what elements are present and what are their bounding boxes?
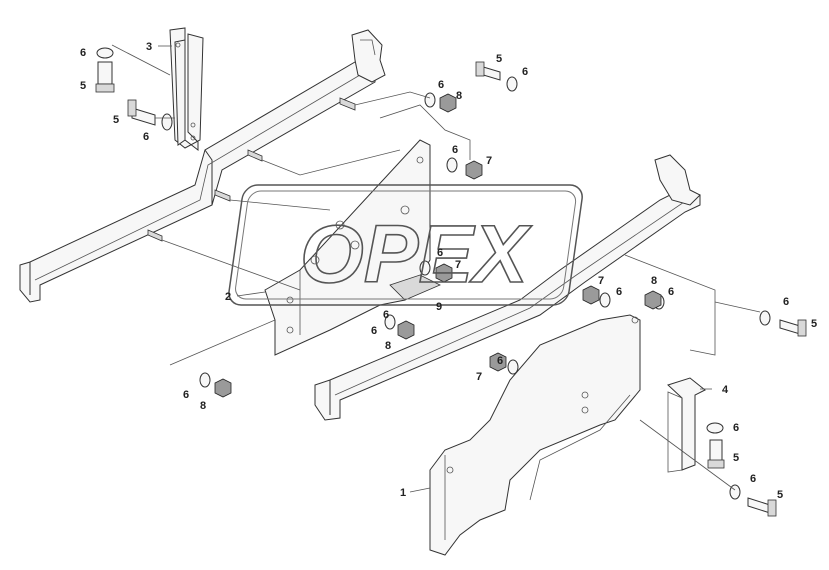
callout-1: 1 xyxy=(400,487,406,499)
callout-labels: 1 2 3 4 5 5 5 5 5 5 6 6 6 6 6 6 6 6 6 6 … xyxy=(80,41,817,501)
bolt-5-a xyxy=(95,61,115,93)
callout-5: 5 xyxy=(733,452,739,464)
callout-7: 7 xyxy=(486,155,492,167)
callout-5: 5 xyxy=(496,53,502,65)
callout-6: 6 xyxy=(522,66,528,78)
callout-6: 6 xyxy=(80,47,86,59)
callout-7: 7 xyxy=(476,371,482,383)
bolt-5-e xyxy=(707,439,725,469)
watermark-text: OPEX xyxy=(300,209,532,300)
callout-6: 6 xyxy=(668,286,674,298)
callout-6: 6 xyxy=(750,473,756,485)
callout-6: 6 xyxy=(497,355,503,367)
part-2-mounting-plate xyxy=(264,139,441,356)
callout-6: 6 xyxy=(383,309,389,321)
bolt-5-c xyxy=(475,61,501,81)
callout-9: 9 xyxy=(436,301,442,313)
callout-3: 3 xyxy=(146,41,152,53)
callout-7: 7 xyxy=(455,259,461,271)
nuts xyxy=(214,93,662,398)
callout-5: 5 xyxy=(80,80,86,92)
callout-5: 5 xyxy=(811,318,817,330)
callout-6: 6 xyxy=(437,247,443,259)
callout-2: 2 xyxy=(225,291,231,303)
callout-8: 8 xyxy=(651,275,657,287)
right-frame-rail xyxy=(314,154,701,421)
part-3-bracket xyxy=(169,27,204,152)
callout-6: 6 xyxy=(438,79,444,91)
bolt-5-d xyxy=(779,319,807,337)
bolt-5-b xyxy=(127,99,156,126)
callout-6: 6 xyxy=(183,389,189,401)
callout-6: 6 xyxy=(452,144,458,156)
studs xyxy=(147,97,356,242)
part-4-bracket xyxy=(667,377,706,473)
callout-6: 6 xyxy=(616,286,622,298)
callout-4: 4 xyxy=(722,384,729,396)
callout-leaders xyxy=(158,45,712,493)
callout-6: 6 xyxy=(783,296,789,308)
callout-8: 8 xyxy=(200,400,206,412)
washers xyxy=(96,47,771,500)
callout-5: 5 xyxy=(113,114,119,126)
callout-7: 7 xyxy=(598,275,604,287)
part-1-cover xyxy=(429,314,641,556)
callout-5: 5 xyxy=(777,489,783,501)
bolts xyxy=(95,61,807,517)
bolt-5-f xyxy=(747,497,777,517)
assembly-lines xyxy=(111,44,761,491)
watermark-logo: OPEX xyxy=(228,184,583,306)
callout-6: 6 xyxy=(371,325,377,337)
callout-6: 6 xyxy=(143,131,149,143)
callout-8: 8 xyxy=(456,90,462,102)
callout-8: 8 xyxy=(385,340,391,352)
callout-6: 6 xyxy=(733,422,739,434)
left-frame-rail xyxy=(19,29,386,303)
